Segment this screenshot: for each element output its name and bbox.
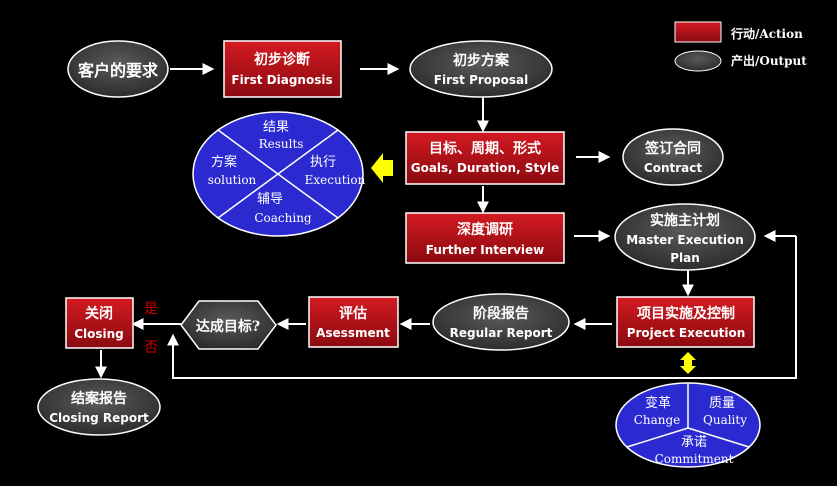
closing-cn: 关闭 xyxy=(85,305,113,322)
coaching-cn: 辅导 xyxy=(257,192,283,207)
coaching-en: Coaching xyxy=(254,211,312,225)
node-closing-report: 结案报告 Closing Report xyxy=(37,378,161,436)
node-first-proposal: 初步方案 First Proposal xyxy=(409,40,553,98)
project-execution-en: Project Execution xyxy=(627,326,746,340)
contract-en: Contract xyxy=(644,161,702,175)
legend-action-label: 行动/Action xyxy=(730,26,803,41)
yellow-updown-arrow xyxy=(680,352,696,374)
results-cn: 结果 xyxy=(263,120,289,135)
decision-yes-label: 是 xyxy=(144,301,158,317)
quality-cn: 质量 xyxy=(709,396,735,411)
change-en: Change xyxy=(634,413,681,427)
master-plan-cn: 实施主计划 xyxy=(650,212,720,229)
results-en: Results xyxy=(259,137,304,151)
further-interview-cn: 深度调研 xyxy=(457,221,513,238)
node-master-plan: 实施主计划 Master Execution Plan xyxy=(614,203,756,271)
node-goals: 目标、周期、形式 Goals, Duration, Style xyxy=(405,131,565,185)
goals-en: Goals, Duration, Style xyxy=(411,161,560,175)
yellow-left-arrow xyxy=(371,153,393,183)
node-assessment: 评估 Asessment xyxy=(308,296,399,348)
quality-en: Quality xyxy=(703,413,747,427)
execution-cn: 执行 xyxy=(310,155,336,170)
legend: 行动/Action 产出/Output xyxy=(674,21,807,72)
legend-action-swatch xyxy=(674,21,722,43)
right-circle: 变革 Change 质量 Quality 承诺 Commitment xyxy=(615,382,761,468)
solution-cn: 方案 xyxy=(211,154,237,170)
goals-cn: 目标、周期、形式 xyxy=(429,140,541,157)
project-execution-cn: 项目实施及控制 xyxy=(637,305,735,322)
commitment-cn: 承诺 xyxy=(681,435,707,450)
regular-report-en: Regular Report xyxy=(450,326,553,340)
node-further-interview: 深度调研 Further Interview xyxy=(405,212,565,264)
node-regular-report: 阶段报告 Regular Report xyxy=(432,293,570,351)
goal-reached-label: 达成目标? xyxy=(196,318,260,335)
node-closing: 关闭 Closing xyxy=(65,297,134,349)
node-client-request: 客户的要求 xyxy=(67,40,169,98)
node-first-diagnosis: 初步诊断 First Diagnosis xyxy=(223,40,342,98)
commitment-en: Commitment xyxy=(655,452,734,466)
contract-cn: 签订合同 xyxy=(644,140,701,157)
regular-report-cn: 阶段报告 xyxy=(473,305,529,322)
connectors xyxy=(95,63,797,379)
further-interview-en: Further Interview xyxy=(426,243,545,257)
arrow-loop-no xyxy=(167,236,797,379)
left-circle: 结果 Results 方案 solution 执行 Execution 辅导 C… xyxy=(192,111,366,237)
decision-no-label: 否 xyxy=(144,340,158,356)
assessment-en: Asessment xyxy=(316,326,390,340)
first-proposal-en: First Proposal xyxy=(434,73,528,87)
first-proposal-cn: 初步方案 xyxy=(453,52,510,69)
assessment-cn: 评估 xyxy=(339,305,367,322)
execution-en: Execution xyxy=(305,173,366,187)
node-contract: 签订合同 Contract xyxy=(622,128,724,186)
legend-output-swatch xyxy=(674,50,722,72)
node-project-execution: 项目实施及控制 Project Execution xyxy=(616,296,755,348)
solution-en: solution xyxy=(208,173,257,187)
closing-en: Closing xyxy=(74,327,124,341)
master-plan-en-2: Plan xyxy=(670,251,700,265)
first-diagnosis-cn: 初步诊断 xyxy=(254,51,310,68)
client-request-label: 客户的要求 xyxy=(78,61,159,80)
closing-report-en: Closing Report xyxy=(49,411,149,425)
master-plan-en-1: Master Execution xyxy=(626,233,744,247)
closing-report-cn: 结案报告 xyxy=(71,390,127,407)
first-diagnosis-en: First Diagnosis xyxy=(231,73,332,87)
node-goal-reached: 达成目标? xyxy=(180,300,277,350)
change-cn: 变革 xyxy=(645,395,671,411)
legend-output-label: 产出/Output xyxy=(731,53,807,68)
